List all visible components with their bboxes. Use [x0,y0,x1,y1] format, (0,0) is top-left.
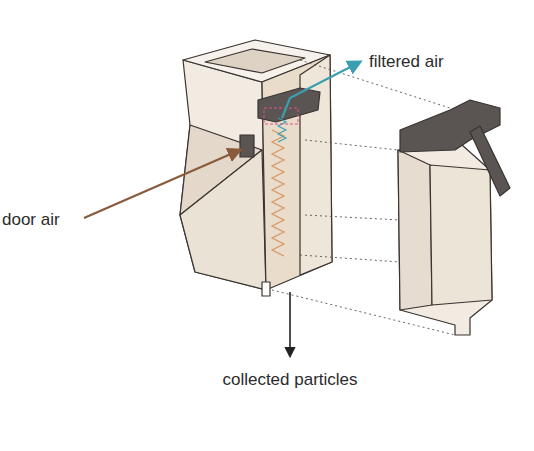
projection-line [272,290,455,335]
particle-arrow [289,292,291,356]
block-facet [398,150,432,310]
projection-line [305,215,400,220]
outflow-arrow [282,62,360,118]
particle-slot [262,282,270,296]
section-back [300,55,332,275]
inflow-arrow [84,150,240,218]
outlet-pipe [470,126,510,196]
flow-label: collected particles [222,370,357,390]
block-facet [430,165,492,305]
flow-label: filtered air [369,52,444,72]
top-opening [205,49,305,73]
highlight-box [264,108,298,124]
vortex-core [278,118,286,142]
inlet-port [240,135,254,157]
vortex-path [272,130,284,256]
block-part [398,145,492,335]
outlet-cap [258,88,320,122]
projection-line [300,255,400,262]
projection-line [305,140,398,150]
block-face [180,60,266,290]
flow-label: door air [2,210,60,230]
